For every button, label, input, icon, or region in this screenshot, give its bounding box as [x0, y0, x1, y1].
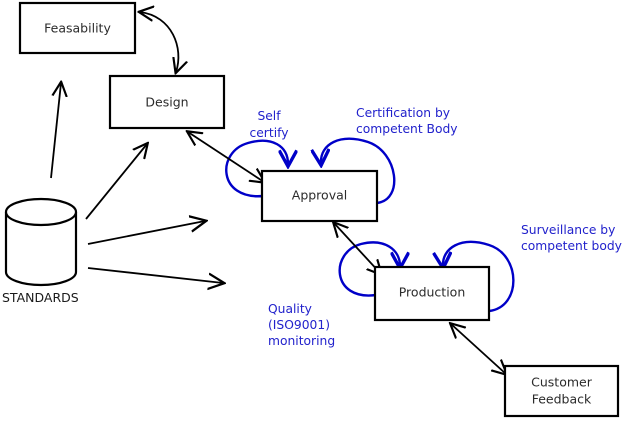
quality-line1: Quality	[268, 302, 312, 316]
surveillance-line1: Surveillance by	[521, 223, 615, 237]
flow-standards-to-approval	[87, 221, 205, 245]
production-surveillance-loop	[443, 240, 515, 313]
annotation-surveillance-by-competent-body: Surveillance by competent body	[521, 223, 622, 253]
self-certify-line1: Self	[257, 109, 281, 123]
quality-line3: monitoring	[268, 334, 335, 348]
node-customer-feedback[interactable]: Customer Feedback	[503, 364, 620, 418]
node-design[interactable]: Design	[108, 74, 226, 130]
surveillance-line2: competent body	[521, 239, 622, 253]
approval-box[interactable]	[260, 169, 379, 223]
certification-line2: competent Body	[356, 122, 458, 136]
design-box[interactable]	[108, 74, 226, 130]
production-box[interactable]	[373, 265, 491, 322]
flow-design-to-approval	[188, 132, 264, 182]
certification-line1: Certification by	[356, 106, 450, 120]
flow-standards-to-production	[87, 267, 223, 283]
flow-standards-to-feasability	[50, 83, 61, 179]
datastore-standards[interactable]: STANDARDS	[2, 197, 79, 305]
self-certify-line2: certify	[249, 126, 288, 140]
feasability-label: Feasability	[44, 21, 111, 36]
feasability-box[interactable]	[18, 1, 137, 55]
flow-standards-to-design	[85, 144, 147, 220]
quality-line2: (ISO9001)	[268, 318, 330, 332]
standards-label: STANDARDS	[2, 290, 79, 305]
annotation-certification-by-competent-body: Certification by competent Body	[356, 106, 458, 136]
design-label: Design	[145, 95, 188, 110]
customer-feedback-box[interactable]	[503, 364, 620, 418]
annotation-self-certify: Self certify	[249, 109, 288, 140]
production-label: Production	[399, 285, 466, 300]
customer-feedback-label-line2: Feedback	[532, 392, 592, 407]
flow-approval-to-production	[334, 223, 381, 274]
node-feasability[interactable]: Feasability	[18, 1, 137, 55]
standards-cylinder-top[interactable]	[4, 197, 78, 227]
flow-design-to-feasability	[140, 12, 178, 72]
annotation-quality-iso9001-monitoring: Quality (ISO9001) monitoring	[268, 302, 335, 348]
customer-feedback-label-line1: Customer	[531, 375, 593, 390]
node-approval[interactable]: Approval	[260, 169, 379, 223]
approval-label: Approval	[292, 188, 347, 203]
node-production[interactable]: Production	[373, 265, 491, 322]
approval-certification-loop	[321, 137, 396, 205]
flow-production-to-customer-feedback	[451, 324, 506, 374]
flow-group	[50, 12, 506, 374]
standards-cylinder-body[interactable]	[4, 212, 78, 287]
